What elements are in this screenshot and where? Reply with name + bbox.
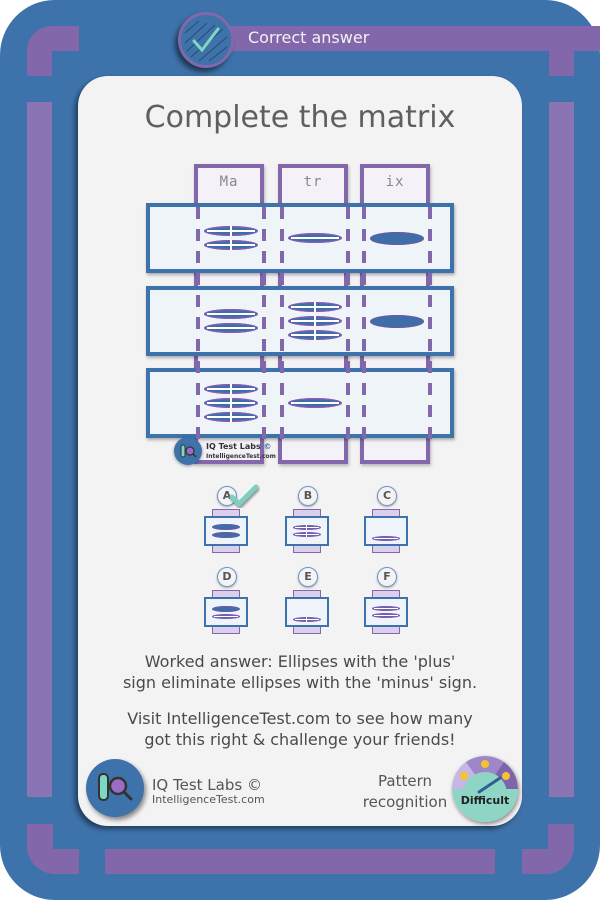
- iq-test-labs-logo-icon[interactable]: [86, 759, 144, 817]
- option-letter: C: [377, 486, 397, 506]
- plus-ellipse: [204, 226, 258, 236]
- result-banner: [210, 26, 600, 51]
- option-letter: D: [217, 567, 237, 587]
- category-line-1: Pattern: [378, 772, 432, 790]
- matrix-cell: [200, 372, 262, 434]
- matrix-cell: [200, 207, 262, 269]
- option-cell: [364, 597, 408, 627]
- frame-strip-right: [549, 102, 574, 797]
- option-letter: E: [298, 567, 318, 587]
- plus-ellipse: [204, 398, 258, 408]
- difficulty-gauge: Difficult: [452, 756, 518, 822]
- option-letter: A: [217, 486, 237, 506]
- minus-ellipse: [372, 613, 400, 618]
- hard-face-icon: [502, 772, 510, 780]
- solid-ellipse: [212, 524, 240, 530]
- plus-ellipse: [288, 316, 342, 326]
- column-divider: [346, 207, 350, 439]
- minus-ellipse: [372, 606, 400, 611]
- minus-ellipse: [372, 536, 400, 541]
- frame-strip-bottom: [105, 849, 495, 874]
- check-icon: [178, 12, 234, 68]
- call-to-action: Visit IntelligenceTest.com to see how ma…: [78, 708, 522, 750]
- gauge-needle: [477, 776, 502, 794]
- watermark: IQ Test Labs © IntelligenceTest.com: [174, 437, 276, 465]
- option-a[interactable]: A: [198, 486, 258, 556]
- result-banner-label: Correct answer: [248, 28, 370, 47]
- solid-ellipse: [370, 314, 424, 328]
- matrix-cell: [200, 290, 262, 352]
- footer-url[interactable]: IntelligenceTest.com: [152, 793, 265, 806]
- missing-cell: [366, 372, 428, 434]
- solid-ellipse: [370, 231, 424, 245]
- solid-ellipse: [212, 605, 240, 612]
- option-b[interactable]: B: [279, 486, 339, 556]
- minus-ellipse: [288, 233, 342, 243]
- option-cell: [285, 516, 329, 546]
- column-header-2: tr: [303, 174, 323, 190]
- plus-ellipse: [204, 412, 258, 422]
- matrix-cell: [284, 290, 346, 352]
- cta-line-2: got this right & challenge your friends!: [144, 730, 456, 749]
- plus-ellipse: [293, 525, 321, 530]
- option-letter: F: [377, 567, 397, 587]
- option-cell: [364, 516, 408, 546]
- matrix-cell: [366, 290, 428, 352]
- iq-logo-icon: [174, 437, 202, 465]
- footer-brand: IQ Test Labs ©: [152, 776, 262, 794]
- plus-ellipse: [288, 302, 342, 312]
- watermark-brand: IQ Test Labs: [206, 441, 261, 451]
- option-d[interactable]: D: [198, 567, 258, 637]
- page-title: Complete the matrix: [144, 100, 456, 135]
- column-divider: [196, 207, 200, 439]
- option-f[interactable]: F: [358, 567, 418, 637]
- correct-answer-check-icon: [228, 484, 260, 512]
- matrix-cell: [284, 207, 346, 269]
- category-line-2: recognition: [362, 793, 448, 811]
- option-cell: [204, 597, 248, 627]
- column-header-1: Ma: [219, 174, 239, 190]
- watermark-url: IntelligenceTest.com: [206, 452, 276, 460]
- minus-ellipse: [288, 398, 342, 408]
- matrix-cell: [284, 372, 346, 434]
- watermark-copyright: ©: [263, 441, 272, 451]
- frame-strip-left: [27, 102, 52, 797]
- worked-answer-line-1: Worked answer: Ellipses with the 'plus': [144, 652, 456, 671]
- minus-ellipse: [212, 613, 240, 619]
- plus-ellipse: [204, 384, 258, 394]
- column-divider: [428, 207, 432, 439]
- option-letter: B: [298, 486, 318, 506]
- minus-ellipse: [204, 309, 258, 319]
- column-divider: [262, 207, 266, 439]
- easy-face-icon: [460, 772, 468, 780]
- puzzle-category: Pattern recognition: [350, 771, 460, 813]
- cta-line-1: Visit IntelligenceTest.com to see how ma…: [127, 709, 473, 728]
- plus-ellipse: [293, 617, 321, 622]
- option-e[interactable]: E: [279, 567, 339, 637]
- column-header-3: ix: [385, 174, 405, 190]
- minus-ellipse: [204, 323, 258, 333]
- plus-ellipse: [288, 330, 342, 340]
- option-cell: [285, 597, 329, 627]
- plus-ellipse: [293, 532, 321, 537]
- plus-ellipse: [204, 240, 258, 250]
- solid-ellipse: [212, 532, 240, 538]
- matrix-cell: [366, 207, 428, 269]
- difficulty-label: Difficult: [460, 794, 510, 807]
- option-cell: [204, 516, 248, 546]
- option-c[interactable]: C: [358, 486, 418, 556]
- column-divider: [280, 207, 284, 439]
- column-divider: [362, 207, 366, 439]
- medium-face-icon: [481, 760, 489, 768]
- worked-answer: Worked answer: Ellipses with the 'plus' …: [78, 651, 522, 693]
- worked-answer-line-2: sign eliminate ellipses with the 'minus'…: [122, 673, 478, 692]
